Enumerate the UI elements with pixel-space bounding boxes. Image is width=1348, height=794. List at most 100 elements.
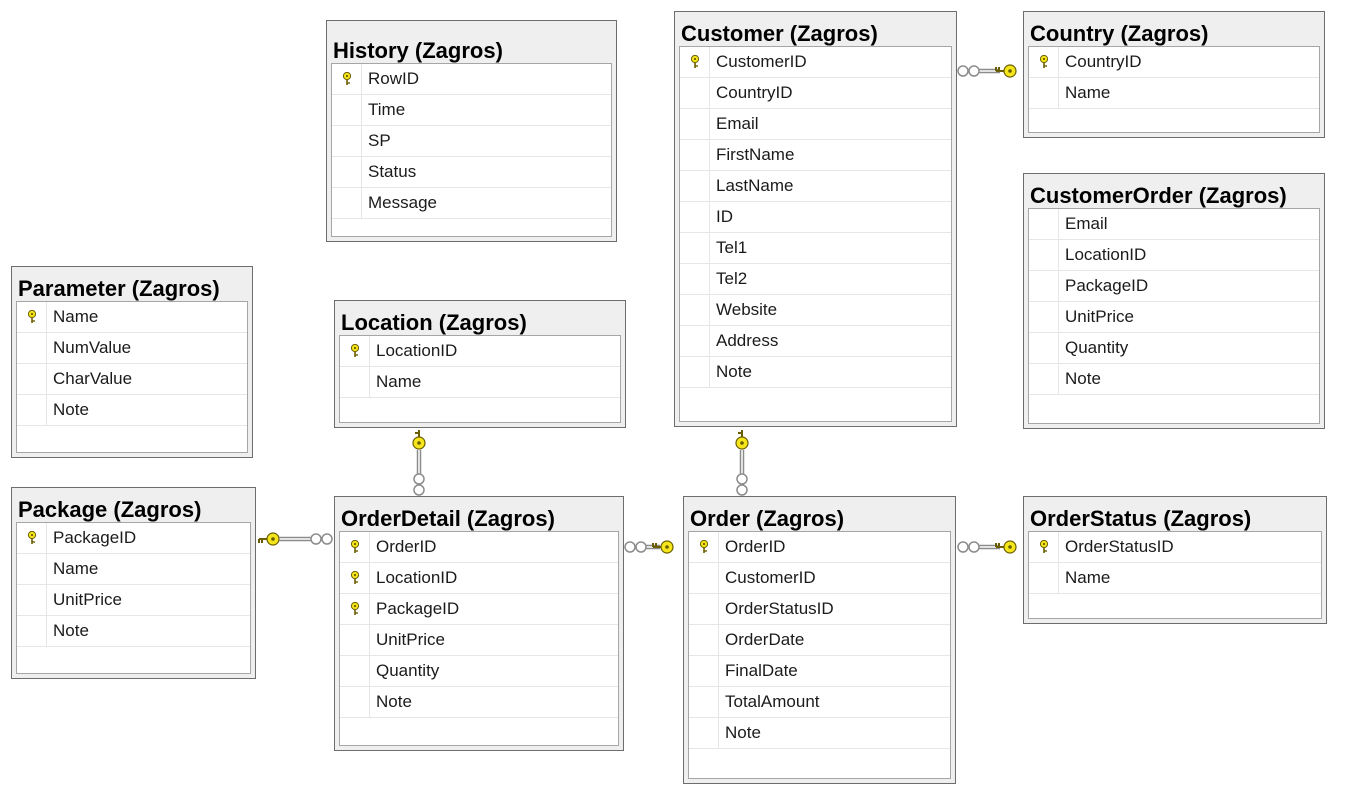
key-cell — [1029, 78, 1059, 108]
column-row[interactable]: Time — [332, 95, 611, 126]
column-row[interactable]: Note — [1029, 364, 1319, 395]
column-row[interactable]: RowID — [332, 64, 611, 95]
column-row[interactable]: UnitPrice — [1029, 302, 1319, 333]
table-title: Order (Zagros) — [690, 507, 845, 531]
key-cell — [17, 554, 47, 584]
column-row[interactable]: OrderDate — [689, 625, 950, 656]
column-name: CustomerID — [725, 568, 816, 587]
key-cell — [689, 563, 719, 593]
key-cell — [680, 295, 710, 325]
column-row[interactable]: Name — [17, 302, 247, 333]
column-name: LastName — [716, 176, 794, 195]
column-row[interactable]: Name — [340, 367, 620, 398]
column-name: Note — [376, 692, 412, 711]
key-cell — [689, 625, 719, 655]
column-row[interactable]: LocationID — [340, 563, 618, 594]
column-row[interactable]: Name — [1029, 563, 1321, 594]
table-title: History (Zagros) — [333, 39, 503, 63]
column-row[interactable]: Email — [1029, 209, 1319, 240]
column-row[interactable]: UnitPrice — [340, 625, 618, 656]
key-cell — [340, 687, 370, 717]
table-title: OrderDetail (Zagros) — [341, 507, 555, 531]
relationship-order-orderstatus[interactable] — [957, 540, 1017, 554]
key-cell — [680, 326, 710, 356]
column-name: FirstName — [716, 145, 795, 164]
column-row[interactable]: PackageID — [17, 523, 250, 554]
column-row[interactable]: PackageID — [1029, 271, 1319, 302]
key-cell — [1029, 271, 1059, 301]
column-row[interactable]: CountryID — [1029, 47, 1319, 78]
column-row[interactable]: Name — [17, 554, 250, 585]
column-row[interactable]: Note — [17, 616, 250, 647]
column-row[interactable]: CustomerID — [680, 47, 951, 78]
key-cell — [689, 656, 719, 686]
column-name: OrderStatusID — [725, 599, 834, 618]
column-row[interactable]: Address — [680, 326, 951, 357]
column-row[interactable]: OrderStatusID — [1029, 532, 1321, 563]
column-row[interactable]: LastName — [680, 171, 951, 202]
column-name: UnitPrice — [1065, 307, 1134, 326]
table-order[interactable]: Order (Zagros) OrderID CustomerID OrderSta… — [683, 496, 956, 784]
column-row[interactable]: ID — [680, 202, 951, 233]
primary-key-icon — [340, 594, 370, 624]
column-row[interactable]: Quantity — [340, 656, 618, 687]
column-row[interactable]: PackageID — [340, 594, 618, 625]
column-row[interactable]: TotalAmount — [689, 687, 950, 718]
column-row[interactable]: Tel2 — [680, 264, 951, 295]
column-row[interactable]: LocationID — [1029, 240, 1319, 271]
relationship-order-customer[interactable] — [735, 430, 749, 496]
column-row[interactable]: FinalDate — [689, 656, 950, 687]
relationship-customer-country[interactable] — [957, 64, 1017, 78]
column-name: OrderID — [725, 537, 786, 556]
column-row[interactable]: FirstName — [680, 140, 951, 171]
column-row[interactable]: SP — [332, 126, 611, 157]
column-row[interactable]: CustomerID — [689, 563, 950, 594]
primary-key-icon — [1029, 47, 1059, 77]
column-row[interactable]: Note — [689, 718, 950, 749]
column-row[interactable]: CountryID — [680, 78, 951, 109]
table-title: Country (Zagros) — [1030, 22, 1209, 46]
column-row[interactable]: Website — [680, 295, 951, 326]
column-row[interactable]: Note — [340, 687, 618, 718]
column-row[interactable]: OrderID — [340, 532, 618, 563]
relationship-orderdetail-location[interactable] — [412, 430, 426, 496]
column-name: Note — [53, 400, 89, 419]
relationship-orderdetail-order[interactable] — [624, 540, 674, 554]
column-name: Address — [716, 331, 779, 350]
column-row[interactable]: UnitPrice — [17, 585, 250, 616]
column-row[interactable]: Status — [332, 157, 611, 188]
column-row[interactable]: Note — [680, 357, 951, 388]
relationship-orderdetail-package[interactable] — [258, 532, 333, 546]
column-row[interactable]: CharValue — [17, 364, 247, 395]
column-row[interactable]: Name — [1029, 78, 1319, 109]
column-row[interactable]: Tel1 — [680, 233, 951, 264]
column-row[interactable]: OrderID — [689, 532, 950, 563]
column-row[interactable]: Email — [680, 109, 951, 140]
column-row[interactable]: OrderStatusID — [689, 594, 950, 625]
column-name: TotalAmount — [725, 692, 820, 711]
key-cell — [332, 157, 362, 187]
column-row[interactable]: Message — [332, 188, 611, 219]
key-cell — [1029, 563, 1059, 593]
column-row[interactable]: NumValue — [17, 333, 247, 364]
column-row[interactable]: LocationID — [340, 336, 620, 367]
key-cell — [17, 395, 47, 425]
column-name: FinalDate — [725, 661, 798, 680]
column-row[interactable]: Quantity — [1029, 333, 1319, 364]
column-name: Tel2 — [716, 269, 748, 288]
column-name: Status — [368, 162, 417, 181]
column-row[interactable]: Note — [17, 395, 247, 426]
column-name: Quantity — [376, 661, 440, 680]
